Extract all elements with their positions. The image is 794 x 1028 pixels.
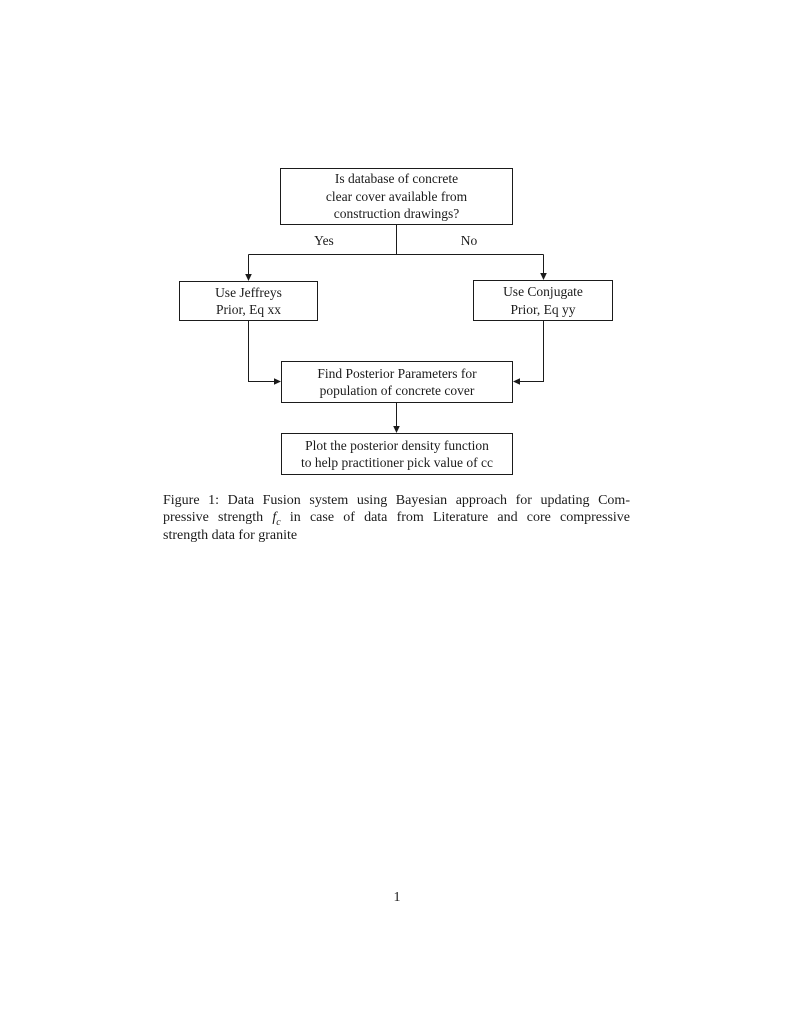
branch-label-no: No [460,233,478,248]
conjugate-line: Use Conjugate [503,284,583,299]
flowchart-box-plot-density: Plot the posterior density function to h… [281,433,513,475]
jeffreys-line: Use Jeffreys [215,284,282,300]
branch-label-yes: Yes [314,233,334,248]
caption-line-2-text: pressive strength [163,510,264,526]
arrowhead-into-posterior-left-icon [274,378,281,385]
caption-line-2: pressive strength fc in case of data fro… [163,509,630,529]
decision-line: Is database of concrete [334,171,459,187]
flowchart-box-posterior-parameters: Find Posterior Parameters for population… [281,361,513,403]
connector-jeffreys-elbow [248,321,275,382]
flowchart-box-jeffreys-prior: Use Jeffreys Prior, Eq xx [179,281,318,321]
caption-line-1: Figure 1: Data Fusion system using Bayes… [163,493,630,508]
conjugate-line: Prior, Eq yy [510,301,576,317]
math-fc-subscript: c [276,517,281,529]
caption-line-2-text: in case of data from Literature and core… [289,510,630,526]
posterior-line: Find Posterior Parameters for [317,365,477,381]
caption-line-3: strength data for granite [163,527,298,543]
decision-line: construction drawings? [333,206,460,222]
arrowhead-into-posterior-right-icon [513,378,520,385]
plot-line: Plot the posterior density function [305,437,489,453]
arrowhead-yes-icon [245,274,252,281]
posterior-line: population of concrete cover [319,383,475,398]
arrowhead-into-plot-icon [393,426,400,433]
flowchart-box-conjugate-prior: Use Conjugate Prior, Eq yy [473,280,613,321]
figure-caption: Figure 1: Data Fusion system using Bayes… [163,492,630,544]
math-fc-symbol: f [272,510,277,526]
page-number: 1 [393,890,401,905]
connector-conjugate-elbow [519,321,544,382]
decision-line: clear cover available from [325,188,468,204]
flowchart-box-decision: Is database of concrete clear cover avai… [280,168,513,225]
jeffreys-line: Prior, Eq xx [215,302,282,317]
plot-line: to help practitioner pick value of cc [301,455,493,470]
arrowhead-no-icon [540,273,547,280]
